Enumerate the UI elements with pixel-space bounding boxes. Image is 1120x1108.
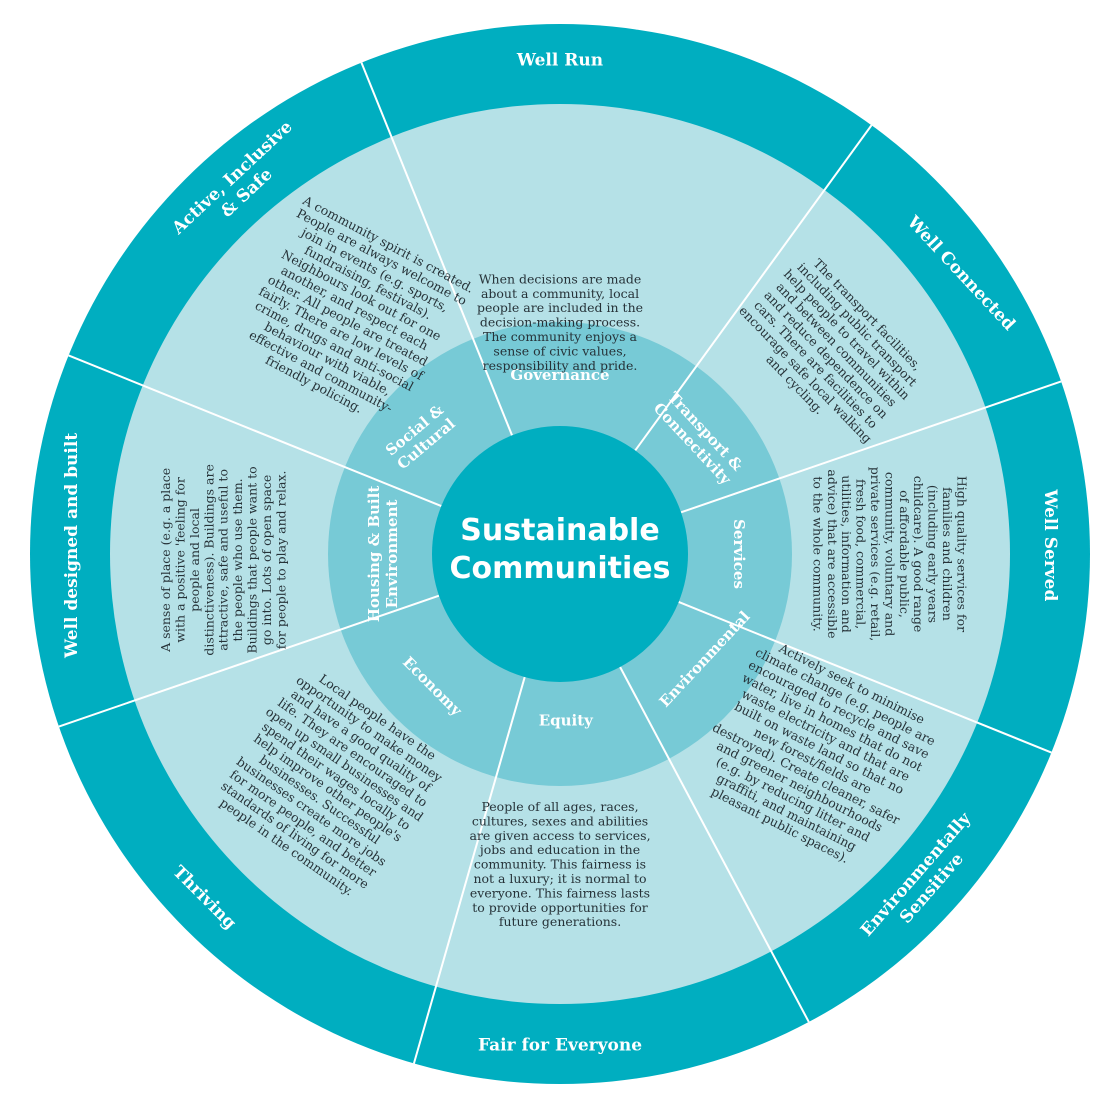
segment-description-7-line: attractive, safe and useful to <box>216 469 231 651</box>
outer-label-1-line: Well Run <box>516 51 603 71</box>
inner-label-3-line: Services <box>730 519 748 589</box>
segment-description-8: A community spirit is created.People are… <box>247 192 477 416</box>
segment-description-3-line: advice) that are accessible <box>825 469 840 638</box>
inner-label-5-line: Equity <box>539 712 594 730</box>
inner-label-1: Governance <box>510 366 609 384</box>
segment-description-5-line: People of all ages, races, <box>481 799 638 814</box>
segment-description-5-line: to provide opportunities for <box>472 900 648 915</box>
inner-label-7-line: Housing & Built <box>365 486 383 623</box>
segment-description-5-line: not a luxury; it is normal to <box>473 871 646 886</box>
segment-description-1-line: people are included in the <box>477 300 643 315</box>
segment-description-3-line: childcare). A good range <box>911 476 926 633</box>
segment-divider-7 <box>58 594 440 728</box>
segment-description-7-line: the people who use them. <box>230 478 245 641</box>
segment-description-7-line: people and local <box>187 508 202 612</box>
segment-divider-8 <box>68 354 442 507</box>
segment-description-1-line: The community enjoys a <box>483 329 637 344</box>
segment-description-5-line: future generations. <box>499 914 621 929</box>
segment-dividers <box>58 62 1062 1064</box>
outer-label-5-line: Fair for Everyone <box>478 1036 642 1056</box>
segment-description-1-line: decision-making process. <box>480 315 640 330</box>
inner-label-1-line: Governance <box>510 366 609 384</box>
inner-label-5: Equity <box>539 712 594 730</box>
inner-label-3: Services <box>730 519 748 589</box>
center-circle <box>432 426 688 682</box>
segment-description-7-line: distinctiveness). Buildings are <box>201 464 216 656</box>
center-title-line-2: Communities <box>450 551 671 586</box>
outer-label-3-line: Well Served <box>1040 488 1060 601</box>
segment-divider-6 <box>412 676 526 1064</box>
segment-divider-1 <box>360 62 513 436</box>
outer-label-3: Well Served <box>1040 488 1060 601</box>
outer-label-1: Well Run <box>516 51 603 71</box>
segment-description-3-line: to the whole community. <box>810 476 825 631</box>
segment-description-3-line: families and children <box>940 487 955 621</box>
segment-description-7-line: with a positive 'feeling for <box>173 477 188 643</box>
segment-description-5: People of all ages, races,cultures, sexe… <box>469 799 650 929</box>
segment-divider-3 <box>680 380 1062 514</box>
segment-description-3-line: private services (e.g. retail, <box>868 467 883 642</box>
outer-label-5: Fair for Everyone <box>478 1036 642 1056</box>
segment-divider-5 <box>619 666 810 1023</box>
segment-description-5-line: everyone. This fairness lasts <box>470 885 650 900</box>
segment-description-1-line: about a community, local <box>481 286 639 301</box>
segment-description-7-line: Buildings that people want to <box>245 466 260 653</box>
segment-description-7-line: A sense of place (e.g. a place <box>158 468 173 653</box>
segment-description-3-line: utilities, information and <box>839 475 854 632</box>
segment-description-5-line: jobs and education in the <box>478 842 640 857</box>
segment-description-1-line: responsibility and pride. <box>483 358 638 373</box>
segment-description-1-line: sense of civic values, <box>493 343 626 358</box>
outer-label-7: Well designed and built <box>62 433 82 659</box>
segment-description-3-line: fresh food, commercial, <box>854 479 869 629</box>
segment-description-5-line: community. This fairness is <box>474 857 646 872</box>
segment-description-3-line: community, voluntary and <box>882 472 897 636</box>
segment-description-7-line: go into. Lots of open space <box>259 475 274 645</box>
segment-divider-2 <box>634 124 873 452</box>
segment-description-3-line: of affordable public, <box>897 490 912 618</box>
outer-label-7-line: Well designed and built <box>62 433 82 659</box>
segment-divider-4 <box>678 601 1052 754</box>
center-title-line-1: Sustainable <box>460 513 659 548</box>
segment-description-3-line: (including early years <box>926 485 941 623</box>
segment-description-5-line: cultures, sexes and abilities <box>472 813 648 828</box>
segment-description-3-line: High quality services for <box>954 476 969 632</box>
inner-label-7-line: Environment <box>383 500 401 609</box>
segment-description-7-line: for people to play and relax. <box>273 471 288 650</box>
segment-description-5-line: are given access to services, <box>469 828 650 843</box>
segment-description-1-line: When decisions are made <box>479 271 642 286</box>
